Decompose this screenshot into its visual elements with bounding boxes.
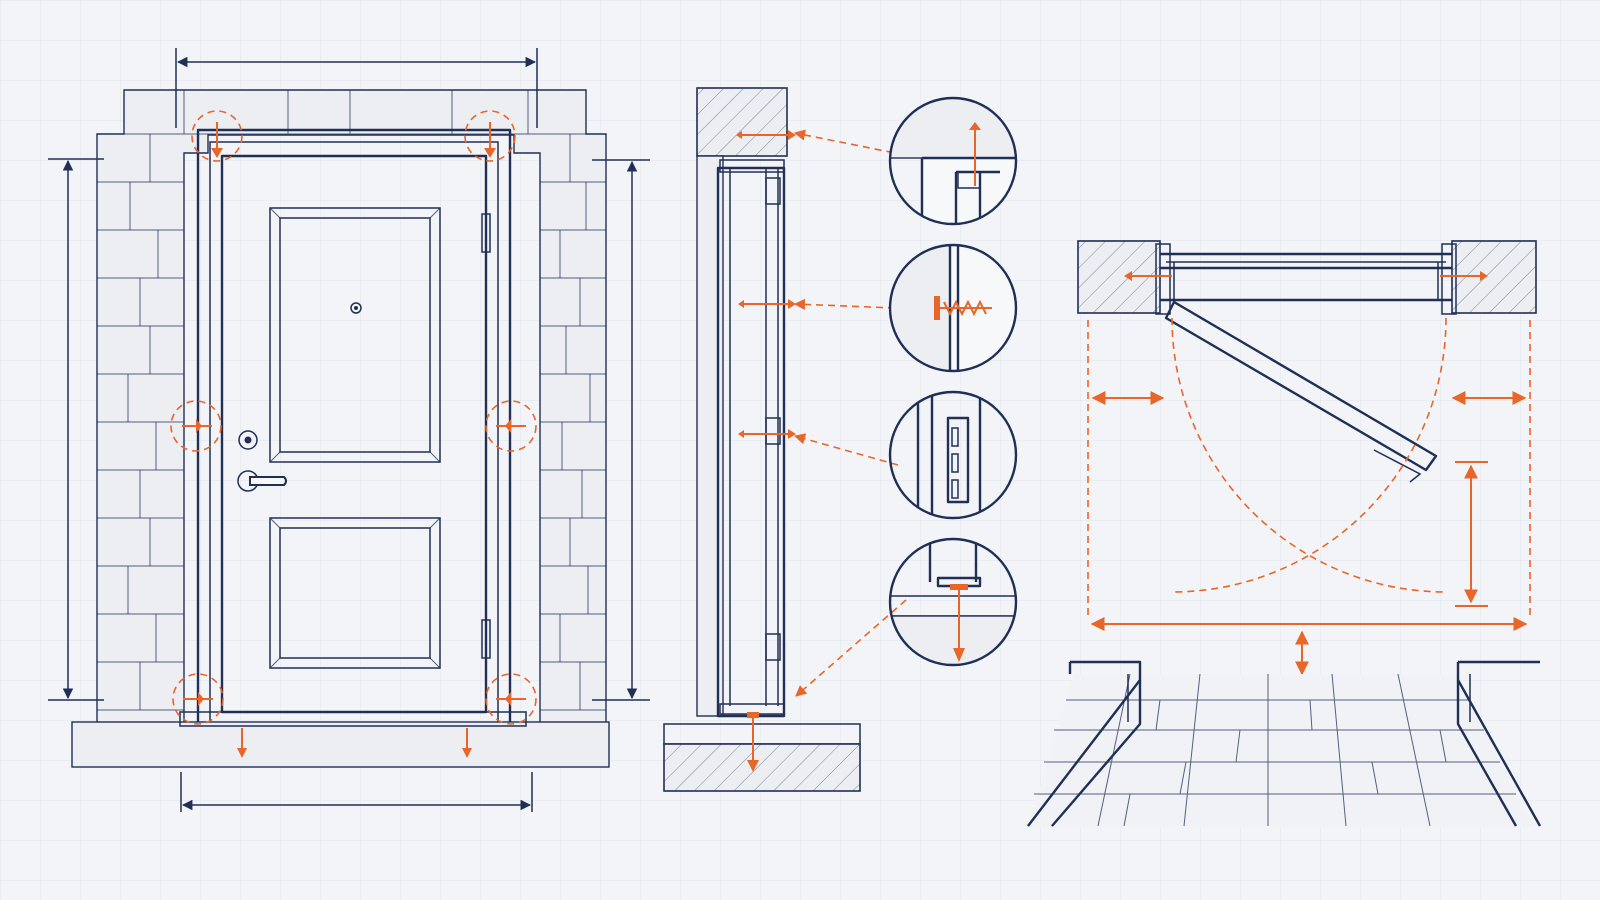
plan-door-leaf bbox=[1164, 300, 1438, 472]
anchor-points bbox=[170, 110, 537, 758]
door-panels bbox=[269, 207, 441, 669]
hinges bbox=[481, 213, 491, 659]
floor-perspective bbox=[1027, 660, 1542, 827]
brick-wall bbox=[96, 89, 607, 736]
detail-circle-2 bbox=[888, 243, 1018, 373]
door-handle-icon bbox=[237, 470, 287, 492]
lintel-section bbox=[696, 87, 788, 157]
front-elevation bbox=[48, 48, 650, 812]
detail-hinge bbox=[916, 392, 982, 518]
swing-arc-left bbox=[1171, 317, 1447, 593]
anchor-bottom-right bbox=[485, 673, 537, 725]
plan-view bbox=[1077, 240, 1537, 676]
front-dimensions bbox=[48, 48, 650, 812]
floor-section bbox=[663, 743, 861, 792]
detail-circle-4 bbox=[888, 537, 1018, 667]
anchor-top-right bbox=[464, 110, 516, 162]
peephole-icon bbox=[350, 302, 362, 314]
detail-leaders bbox=[793, 129, 907, 697]
anchor-bottom-left bbox=[172, 673, 224, 725]
anchor-mid-left bbox=[170, 400, 222, 452]
anchor-mid-right bbox=[485, 400, 537, 452]
door-leaf bbox=[220, 154, 488, 714]
anchor-top-left bbox=[191, 110, 243, 162]
floor-tiles-area bbox=[1028, 674, 1534, 826]
section-anchors bbox=[736, 130, 796, 772]
detail-circle-3 bbox=[888, 390, 1018, 520]
lock-cylinder-icon bbox=[238, 430, 258, 450]
floor-slab bbox=[71, 721, 610, 768]
swing-arc-right bbox=[1171, 317, 1447, 593]
vertical-section bbox=[663, 87, 907, 792]
floor-wall-left bbox=[1027, 660, 1142, 827]
detail-circle-1 bbox=[888, 96, 1018, 226]
threshold-anchors bbox=[237, 728, 472, 758]
